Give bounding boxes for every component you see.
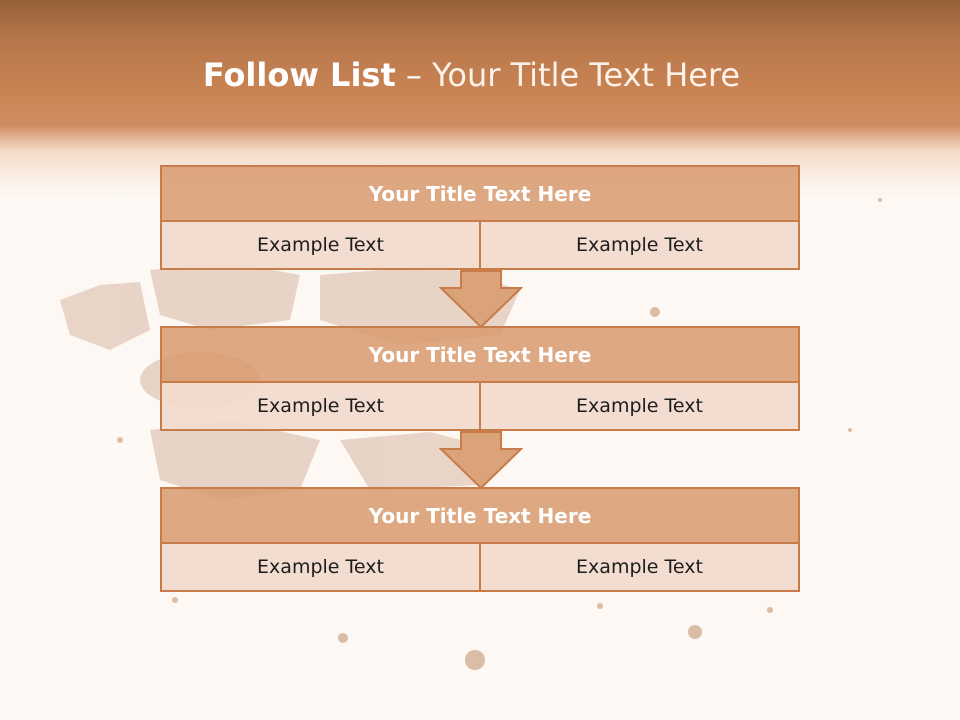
- step-title: Your Title Text Here: [160, 326, 800, 383]
- step-row: Example Text Example Text: [160, 544, 800, 592]
- step-cell-right: Example Text: [481, 222, 800, 270]
- step-cell-left: Example Text: [160, 544, 481, 592]
- step-row: Example Text Example Text: [160, 383, 800, 431]
- step-title: Your Title Text Here: [160, 487, 800, 544]
- title-bold-part: Follow List: [202, 56, 396, 94]
- step-block-1: Your Title Text Here Example Text Exampl…: [160, 165, 800, 270]
- title-separator: –: [395, 56, 433, 94]
- step-cell-left: Example Text: [160, 222, 481, 270]
- step-block-2: Your Title Text Here Example Text Exampl…: [160, 326, 800, 431]
- step-title: Your Title Text Here: [160, 165, 800, 222]
- step-block-3: Your Title Text Here Example Text Exampl…: [160, 487, 800, 592]
- step-cell-left: Example Text: [160, 383, 481, 431]
- down-arrow-icon: [439, 270, 523, 329]
- title-rest-part: Your Title Text Here: [432, 56, 741, 94]
- down-arrow-icon: [439, 431, 523, 490]
- slide-title: Follow List – Your Title Text Here: [0, 56, 943, 94]
- step-row: Example Text Example Text: [160, 222, 800, 270]
- step-cell-right: Example Text: [481, 383, 800, 431]
- step-cell-right: Example Text: [481, 544, 800, 592]
